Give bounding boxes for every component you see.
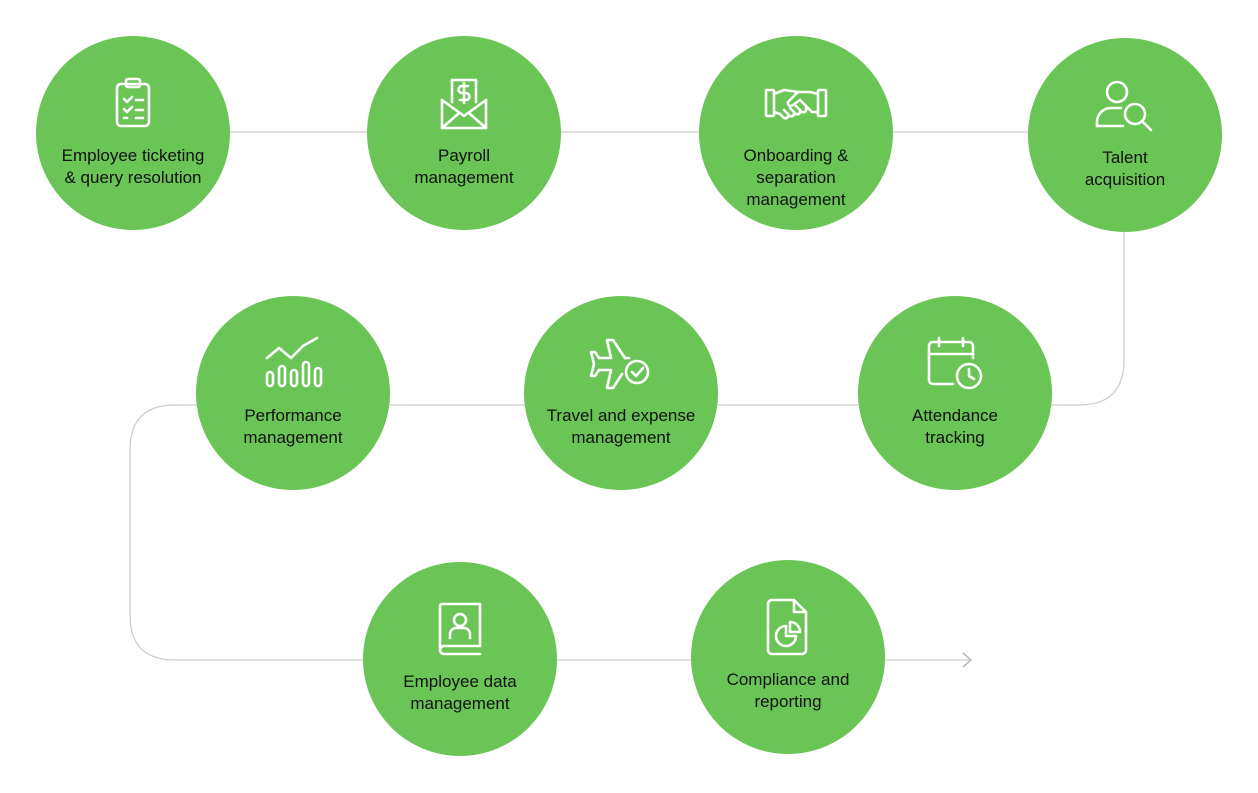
clipboard-checklist-icon bbox=[101, 72, 165, 136]
step-label: Employee ticketing & query resolution bbox=[61, 146, 205, 187]
step-compliance-reporting: Compliance and reporting bbox=[691, 560, 885, 754]
step-label: Compliance and reporting bbox=[726, 670, 850, 711]
employee-profile-book-icon bbox=[428, 598, 492, 662]
step-onboarding-separation: Onboarding & separation management bbox=[699, 36, 893, 230]
step-talent-acquisition: Talent acquisition bbox=[1028, 38, 1222, 232]
step-label: Payroll management bbox=[414, 146, 514, 187]
step-label: Performance management bbox=[243, 406, 343, 447]
plane-check-icon bbox=[589, 332, 653, 396]
step-label: Attendance tracking bbox=[911, 406, 998, 447]
step-label: Travel and expense management bbox=[546, 406, 696, 447]
flow-connector-line bbox=[129, 131, 1125, 661]
calendar-clock-icon bbox=[923, 332, 987, 396]
dollar-envelope-icon bbox=[432, 72, 496, 136]
step-label: Onboarding & separation management bbox=[743, 146, 849, 209]
step-employee-data-management: Employee data management bbox=[363, 562, 557, 756]
chart-trend-icon bbox=[261, 332, 325, 396]
document-pie-chart-icon bbox=[756, 596, 820, 660]
step-label: Talent acquisition bbox=[1084, 148, 1166, 189]
step-attendance-tracking: Attendance tracking bbox=[858, 296, 1052, 490]
user-search-icon bbox=[1093, 74, 1157, 138]
handshake-icon bbox=[764, 72, 828, 136]
step-travel-expense: Travel and expense management bbox=[524, 296, 718, 490]
chevron-right-icon bbox=[962, 652, 973, 668]
step-performance-management: Performance management bbox=[196, 296, 390, 490]
step-label: Employee data management bbox=[403, 672, 517, 713]
step-payroll-management: Payroll management bbox=[367, 36, 561, 230]
step-employee-ticketing: Employee ticketing & query resolution bbox=[36, 36, 230, 230]
